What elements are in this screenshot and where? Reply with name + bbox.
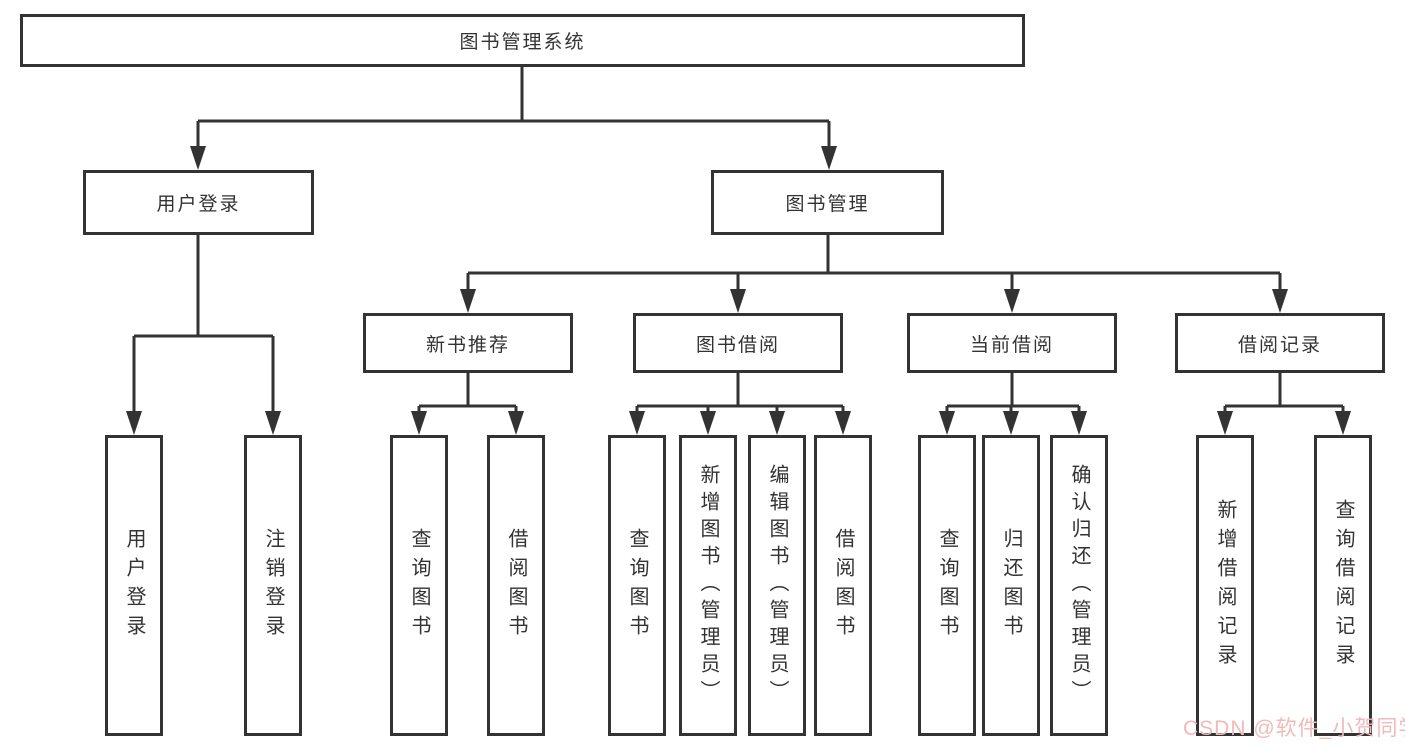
node-book-borrowing: 图书借阅 [633, 313, 843, 373]
arrowhead-icon [411, 411, 427, 435]
node-label: 图书管理系统 [459, 32, 586, 53]
node-library-management-system: 图书管理系统 [20, 14, 1025, 67]
leaf-query-books: 查询图书 [608, 435, 666, 736]
node-label: 借阅记录 [1237, 334, 1322, 356]
arrowhead-icon [1071, 411, 1087, 435]
leaf-add-borrow-record: 新增借阅记录 [1196, 435, 1254, 736]
arrowhead-icon [1004, 289, 1020, 313]
node-new-book-recommend: 新书推荐 [363, 313, 573, 373]
arrowhead-icon [939, 411, 955, 435]
arrowhead-icon [730, 289, 746, 313]
arrowhead-icon [265, 411, 281, 435]
node-label: 归还图书 [1000, 527, 1022, 644]
leaf-query-borrow-record: 查询借阅记录 [1314, 435, 1372, 736]
csdn-watermark: CSDN @软件_小贺同学 [1183, 717, 1405, 740]
leaf-borrow-books: 借阅图书 [814, 435, 872, 736]
arrowhead-icon [190, 146, 206, 170]
arrowhead-icon [126, 411, 142, 435]
leaf-edit-books-admin: 编辑图书（管理员） [748, 435, 806, 736]
node-label: 图书管理 [785, 194, 870, 215]
node-label: 用户登录 [156, 194, 241, 215]
node-label: 编辑图书（管理员） [766, 464, 788, 707]
node-label: 借阅图书 [832, 527, 854, 644]
arrowhead-icon [1335, 411, 1351, 435]
leaf-add-books-admin: 新增图书（管理员） [679, 435, 737, 736]
arrowhead-icon [460, 289, 476, 313]
leaf-confirm-return-admin: 确认归还（管理员） [1050, 435, 1108, 736]
arrowhead-icon [1003, 411, 1019, 435]
arrowhead-icon [821, 146, 837, 170]
node-label: 新增图书（管理员） [697, 464, 719, 707]
leaf-query-books: 查询图书 [918, 435, 976, 736]
leaf-query-books: 查询图书 [390, 435, 448, 736]
node-current-borrowing: 当前借阅 [907, 313, 1117, 373]
arrowhead-icon [700, 411, 716, 435]
leaf-user-login: 用户登录 [105, 435, 163, 736]
node-label: 注销登录 [262, 527, 284, 644]
node-book-management-branch: 图书管理 [711, 170, 944, 235]
node-label: 查询图书 [626, 527, 648, 644]
node-borrowing-records: 借阅记录 [1175, 313, 1385, 373]
arrowhead-icon [835, 411, 851, 435]
leaf-borrow-books: 借阅图书 [487, 435, 545, 736]
arrowhead-icon [1272, 289, 1288, 313]
arrowhead-icon [769, 411, 785, 435]
node-label: 图书借阅 [695, 334, 780, 356]
node-label: 确认归还（管理员） [1068, 464, 1090, 707]
node-label: 当前借阅 [969, 334, 1054, 356]
node-label: 借阅图书 [505, 527, 527, 644]
node-label: 新增借阅记录 [1214, 498, 1236, 673]
node-user-login-branch: 用户登录 [83, 170, 314, 235]
leaf-logout: 注销登录 [244, 435, 302, 736]
arrowhead-icon [1217, 411, 1233, 435]
node-label: 用户登录 [123, 527, 145, 644]
node-label: 查询图书 [408, 527, 430, 644]
leaf-return-books: 归还图书 [982, 435, 1040, 736]
arrowhead-icon [629, 411, 645, 435]
node-label: 新书推荐 [425, 334, 510, 356]
node-label: 查询图书 [936, 527, 958, 644]
node-label: 查询借阅记录 [1332, 498, 1354, 673]
arrowhead-icon [508, 411, 524, 435]
